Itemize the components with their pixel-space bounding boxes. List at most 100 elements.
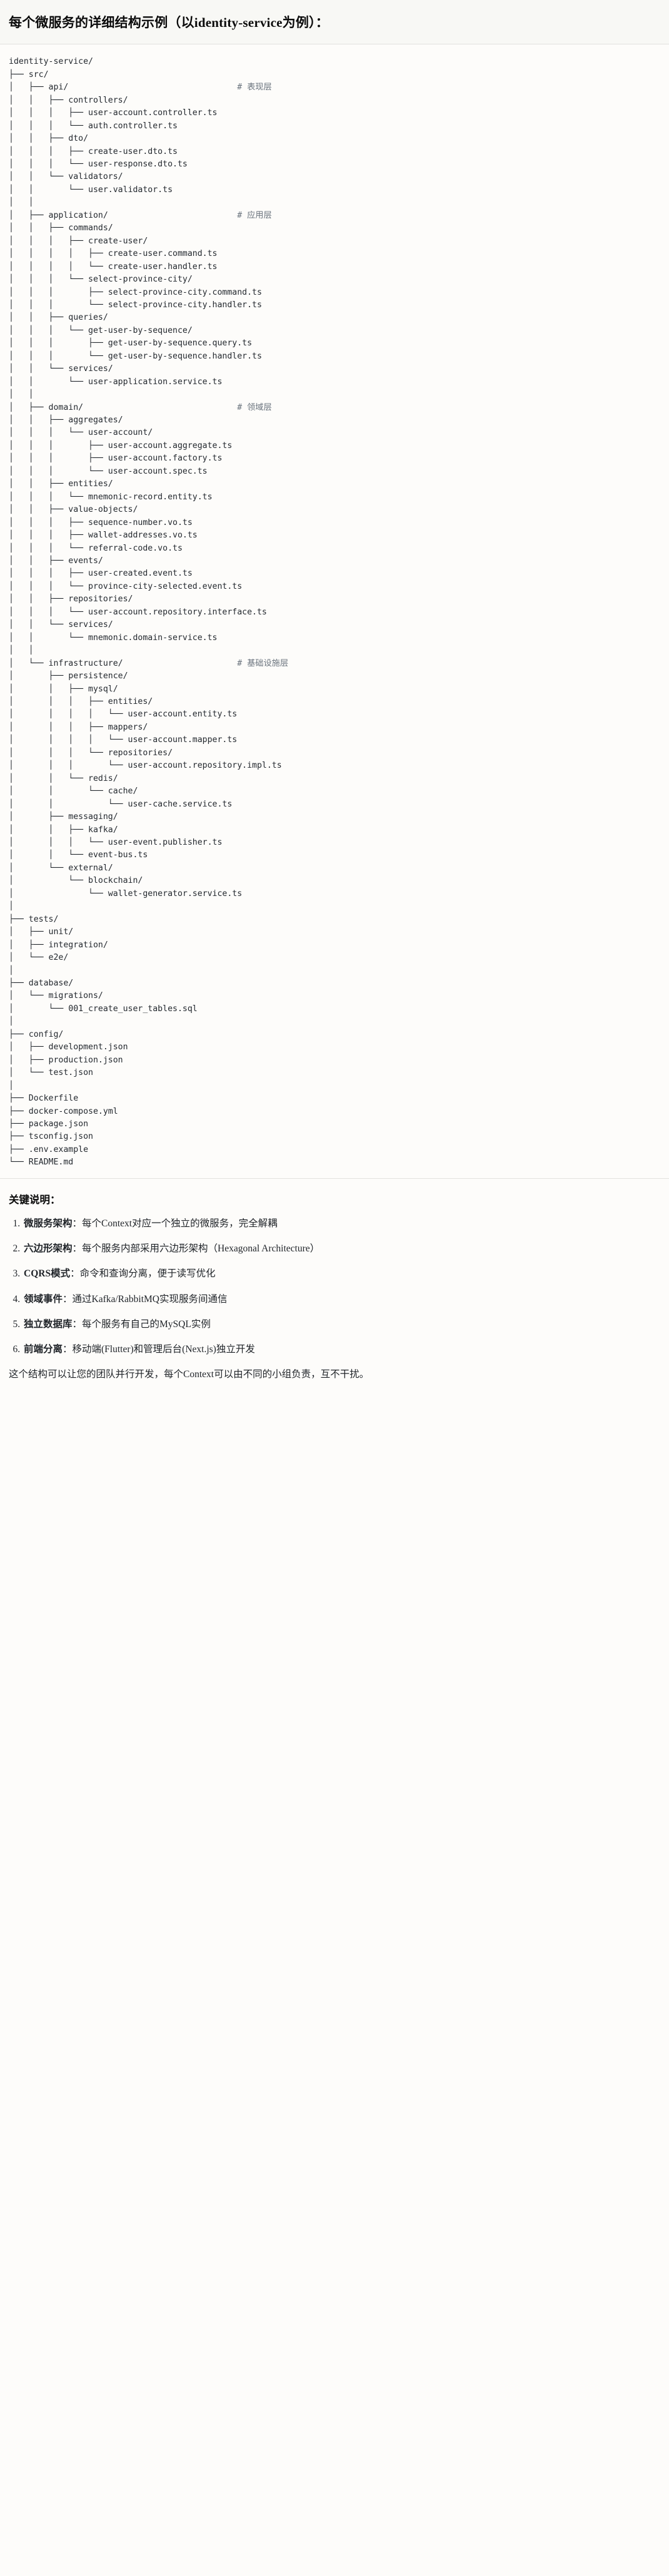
tree-line: │ │ │ └── user-account.repository.interf… xyxy=(9,607,267,617)
tree-line: │ └── blockchain/ xyxy=(9,876,143,886)
tree-line: ├── config/ xyxy=(9,1029,64,1039)
tree-line: │ │ ├── controllers/ xyxy=(9,95,128,105)
tree-line: │ │ │ │ ├── create-user.command.ts xyxy=(9,249,218,259)
tree-line: │ │ └── validators/ xyxy=(9,172,123,182)
tree-line: │ ├── persistence/ xyxy=(9,671,128,681)
tree-line: │ ├── integration/ xyxy=(9,940,108,950)
tree-line: identity-service/ xyxy=(9,57,93,67)
tree-line: ├── Dockerfile xyxy=(9,1094,79,1104)
tree-line: │ │ │ └── auth.controller.ts xyxy=(9,121,178,131)
tree-line-comment: # 基础设施层 xyxy=(237,658,289,668)
key-note-item: 微服务架构：每个Context对应一个独立的微服务，完全解耦 xyxy=(23,1216,660,1231)
tree-line: │ ├── messaging/ xyxy=(9,812,118,822)
key-notes-list: 微服务架构：每个Context对应一个独立的微服务，完全解耦六边形架构：每个服务… xyxy=(9,1216,660,1357)
key-note-term: 六边形架构 xyxy=(24,1243,73,1255)
tree-line: │ │ │ │ └── user-account.entity.ts xyxy=(9,710,238,720)
key-note-item: CQRS模式：命令和查询分离，便于读写优化 xyxy=(23,1266,660,1281)
tree-line: │ │ ├── entities/ xyxy=(9,479,113,489)
tree-line-comment: # 表现层 xyxy=(237,83,272,93)
tree-line-path: │ ├── api/ xyxy=(9,83,238,93)
tree-line: │ │ └── user.validator.ts xyxy=(9,185,173,195)
tree-line: │ │ ├── commands/ xyxy=(9,223,113,233)
tree-line-comment: # 应用层 xyxy=(237,210,272,220)
tree-line: │ │ │ │ └── create-user.handler.ts xyxy=(9,262,218,272)
key-note-text: ：每个Context对应一个独立的微服务，完全解耦 xyxy=(72,1218,278,1229)
tree-line: │ │ └── event-bus.ts xyxy=(9,850,148,860)
tree-line: │ │ │ └── repositories/ xyxy=(9,748,173,758)
tree-line: │ │ │ ├── user-account.aggregate.ts xyxy=(9,440,233,451)
tree-line: │ │ │ ├── user-account.factory.ts xyxy=(9,454,223,464)
key-notes-title: 关键说明： xyxy=(9,1194,61,1206)
tree-line: │ xyxy=(9,965,14,975)
key-note-term: 微服务架构 xyxy=(24,1218,73,1229)
tree-line: │ │ │ └── user-account/ xyxy=(9,428,153,438)
key-note-term: 领域事件 xyxy=(24,1293,63,1305)
tree-line-path: │ ├── domain/ xyxy=(9,402,238,412)
tree-line: │ │ ├── mysql/ xyxy=(9,684,118,694)
tree-line: ├── database/ xyxy=(9,978,74,988)
tree-line-comment: # 领域层 xyxy=(237,402,272,412)
page-root: 每个微服务的详细结构示例（以identity-service为例）： ident… xyxy=(0,0,669,1393)
tree-line: │ └── wallet-generator.service.ts xyxy=(9,888,243,899)
tree-line: │ │ └── user-cache.service.ts xyxy=(9,799,233,809)
tree-line: │ │ │ └── user-account.repository.impl.t… xyxy=(9,761,282,771)
key-note-text: ：通过Kafka/RabbitMQ实现服务间通信 xyxy=(63,1293,228,1305)
tree-line: │ ├── development.json xyxy=(9,1042,128,1052)
tree-line: │ │ └── redis/ xyxy=(9,773,118,783)
tree-line: │ └── migrations/ xyxy=(9,991,103,1001)
tree-line: │ │ │ └── user-response.dto.ts xyxy=(9,159,188,169)
tree-line: │ │ │ └── get-user-by-sequence/ xyxy=(9,325,193,335)
tree-line: │ │ xyxy=(9,198,34,208)
key-note-item: 独立数据库：每个服务有自己的MySQL实例 xyxy=(23,1317,660,1331)
tree-line: │ │ ├── dto/ xyxy=(9,134,89,144)
tree-line: │ xyxy=(9,902,14,912)
page-title: 每个微服务的详细结构示例（以identity-service为例）： xyxy=(9,15,329,30)
tree-line: │ │ ├── kafka/ xyxy=(9,825,118,835)
key-note-item: 领域事件：通过Kafka/RabbitMQ实现服务间通信 xyxy=(23,1292,660,1306)
tree-line: │ xyxy=(9,1081,14,1091)
tree-line: │ │ │ ├── create-user.dto.ts xyxy=(9,146,178,156)
tree-line: │ └── external/ xyxy=(9,863,113,873)
tree-line: │ │ ├── value-objects/ xyxy=(9,505,138,515)
tree-line: │ │ └── user-application.service.ts xyxy=(9,377,223,387)
tree-line: │ │ │ ├── entities/ xyxy=(9,697,153,706)
tree-line: │ │ ├── repositories/ xyxy=(9,594,133,604)
tree-line: │ │ │ ├── sequence-number.vo.ts xyxy=(9,517,193,527)
tree-line: │ │ xyxy=(9,646,34,656)
tree-line: │ │ │ └── mnemonic-record.entity.ts xyxy=(9,492,213,502)
tree-line: ├── src/ xyxy=(9,69,49,79)
tree-line: │ │ │ ├── select-province-city.command.t… xyxy=(9,287,262,297)
tree-line: │ │ └── services/ xyxy=(9,620,113,630)
key-notes-section: 关键说明： 微服务架构：每个Context对应一个独立的微服务，完全解耦六边形架… xyxy=(0,1178,669,1393)
tree-line: │ xyxy=(9,1017,14,1027)
tree-line: ├── package.json xyxy=(9,1119,89,1129)
key-note-term: 独立数据库 xyxy=(24,1318,73,1330)
tree-line: ├── .env.example xyxy=(9,1144,89,1154)
closing-paragraph: 这个结构可以让您的团队并行开发，每个Context可以由不同的小组负责，互不干扰… xyxy=(9,1369,370,1380)
tree-line: │ │ ├── aggregates/ xyxy=(9,415,123,425)
key-note-term: CQRS模式 xyxy=(24,1268,71,1280)
key-note-text: ：每个服务有自己的MySQL实例 xyxy=(72,1318,211,1330)
tree-line: │ │ │ ├── user-account.controller.ts xyxy=(9,108,218,118)
tree-line: │ └── test.json xyxy=(9,1068,93,1078)
tree-line: │ │ └── services/ xyxy=(9,364,113,374)
tree-line: │ └── 001_create_user_tables.sql xyxy=(9,1004,198,1014)
key-note-item: 前端分离：移动端(Flutter)和管理后台(Next.js)独立开发 xyxy=(23,1342,660,1357)
tree-line: │ └── e2e/ xyxy=(9,953,69,963)
tree-line: │ │ │ └── select-province-city.handler.t… xyxy=(9,300,262,310)
key-note-term: 前端分离 xyxy=(24,1344,63,1355)
tree-line: │ │ │ └── user-event.publisher.ts xyxy=(9,837,223,847)
tree-line: │ ├── production.json xyxy=(9,1055,123,1065)
tree-line: │ │ │ ├── user-created.event.ts xyxy=(9,569,193,579)
key-note-text: ：每个服务内部采用六边形架构（Hexagonal Architecture） xyxy=(72,1243,320,1255)
tree-line: ├── tests/ xyxy=(9,914,59,924)
tree-line: │ │ │ └── select-province-city/ xyxy=(9,275,193,285)
tree-line: ├── docker-compose.yml xyxy=(9,1106,118,1116)
tree-line: │ │ │ │ └── user-account.mapper.ts xyxy=(9,735,238,745)
tree-line: │ │ │ └── user-account.spec.ts xyxy=(9,466,208,476)
tree-line: │ │ ├── events/ xyxy=(9,556,103,566)
tree-line-path: │ ├── application/ xyxy=(9,210,238,220)
tree-line: │ │ └── mnemonic.domain-service.ts xyxy=(9,633,218,643)
tree-line: │ │ xyxy=(9,390,34,400)
tree-line-path: │ └── infrastructure/ xyxy=(9,658,238,668)
